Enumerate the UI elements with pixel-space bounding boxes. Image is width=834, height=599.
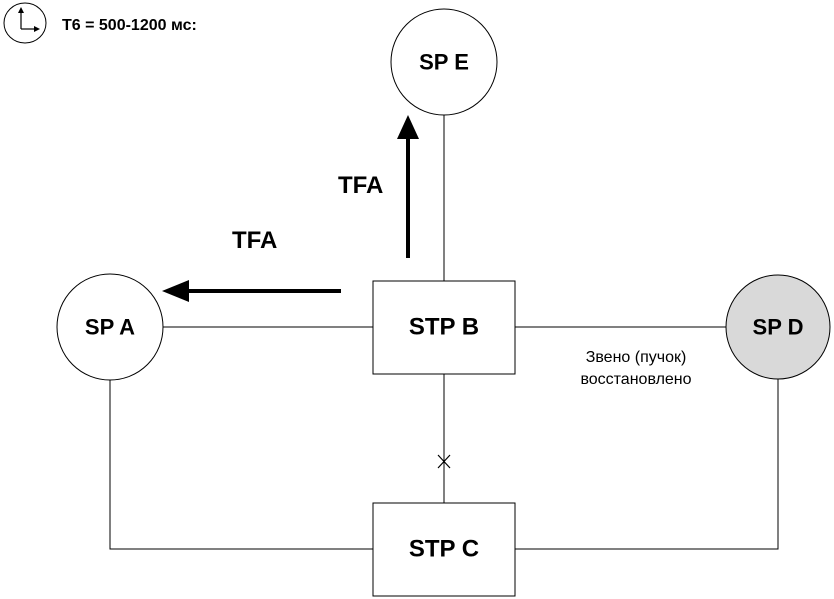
node-sp-a: SP A — [56, 273, 164, 381]
link-sp-a-stp-c — [109, 379, 373, 550]
node-stp-b: STP B — [372, 280, 516, 375]
link-stp-c-sp-d — [515, 379, 779, 550]
message-tfa-to-sp-a: TFA — [162, 227, 341, 302]
arrow-left-icon — [162, 280, 189, 302]
node-sp-e: SP E — [390, 8, 498, 116]
stp-b-label: STP B — [409, 314, 479, 341]
sp-e-circle — [390, 8, 498, 116]
clock-icon — [3, 2, 47, 44]
tfa-label-left: TFA — [232, 227, 277, 254]
timer-label: T6 = 500-1200 мс: — [62, 17, 197, 34]
links — [109, 115, 779, 550]
note-line-1: Звено (пучок) — [586, 349, 687, 366]
stp-c-label: STP C — [409, 536, 479, 563]
stp-c-box — [372, 502, 516, 597]
node-stp-c: STP C — [372, 502, 516, 597]
stp-b-box — [372, 280, 516, 375]
arrow-up-icon — [397, 115, 419, 139]
sp-d-label: SP D — [753, 315, 804, 340]
tfa-label-up: TFA — [338, 172, 383, 199]
sp-d-circle — [725, 274, 831, 380]
note-line-2: восстановлено — [580, 371, 691, 388]
timer-indicator: T6 = 500-1200 мс: — [3, 2, 197, 44]
sp-e-label: SP E — [419, 50, 469, 75]
link-restored-note: Звено (пучок) восстановлено — [580, 349, 691, 388]
sp-a-circle — [56, 273, 164, 381]
sp-a-label: SP A — [85, 315, 135, 340]
message-tfa-to-sp-e: TFA — [338, 115, 419, 258]
node-sp-d: SP D — [725, 274, 831, 380]
link-failure-mark — [437, 454, 451, 469]
